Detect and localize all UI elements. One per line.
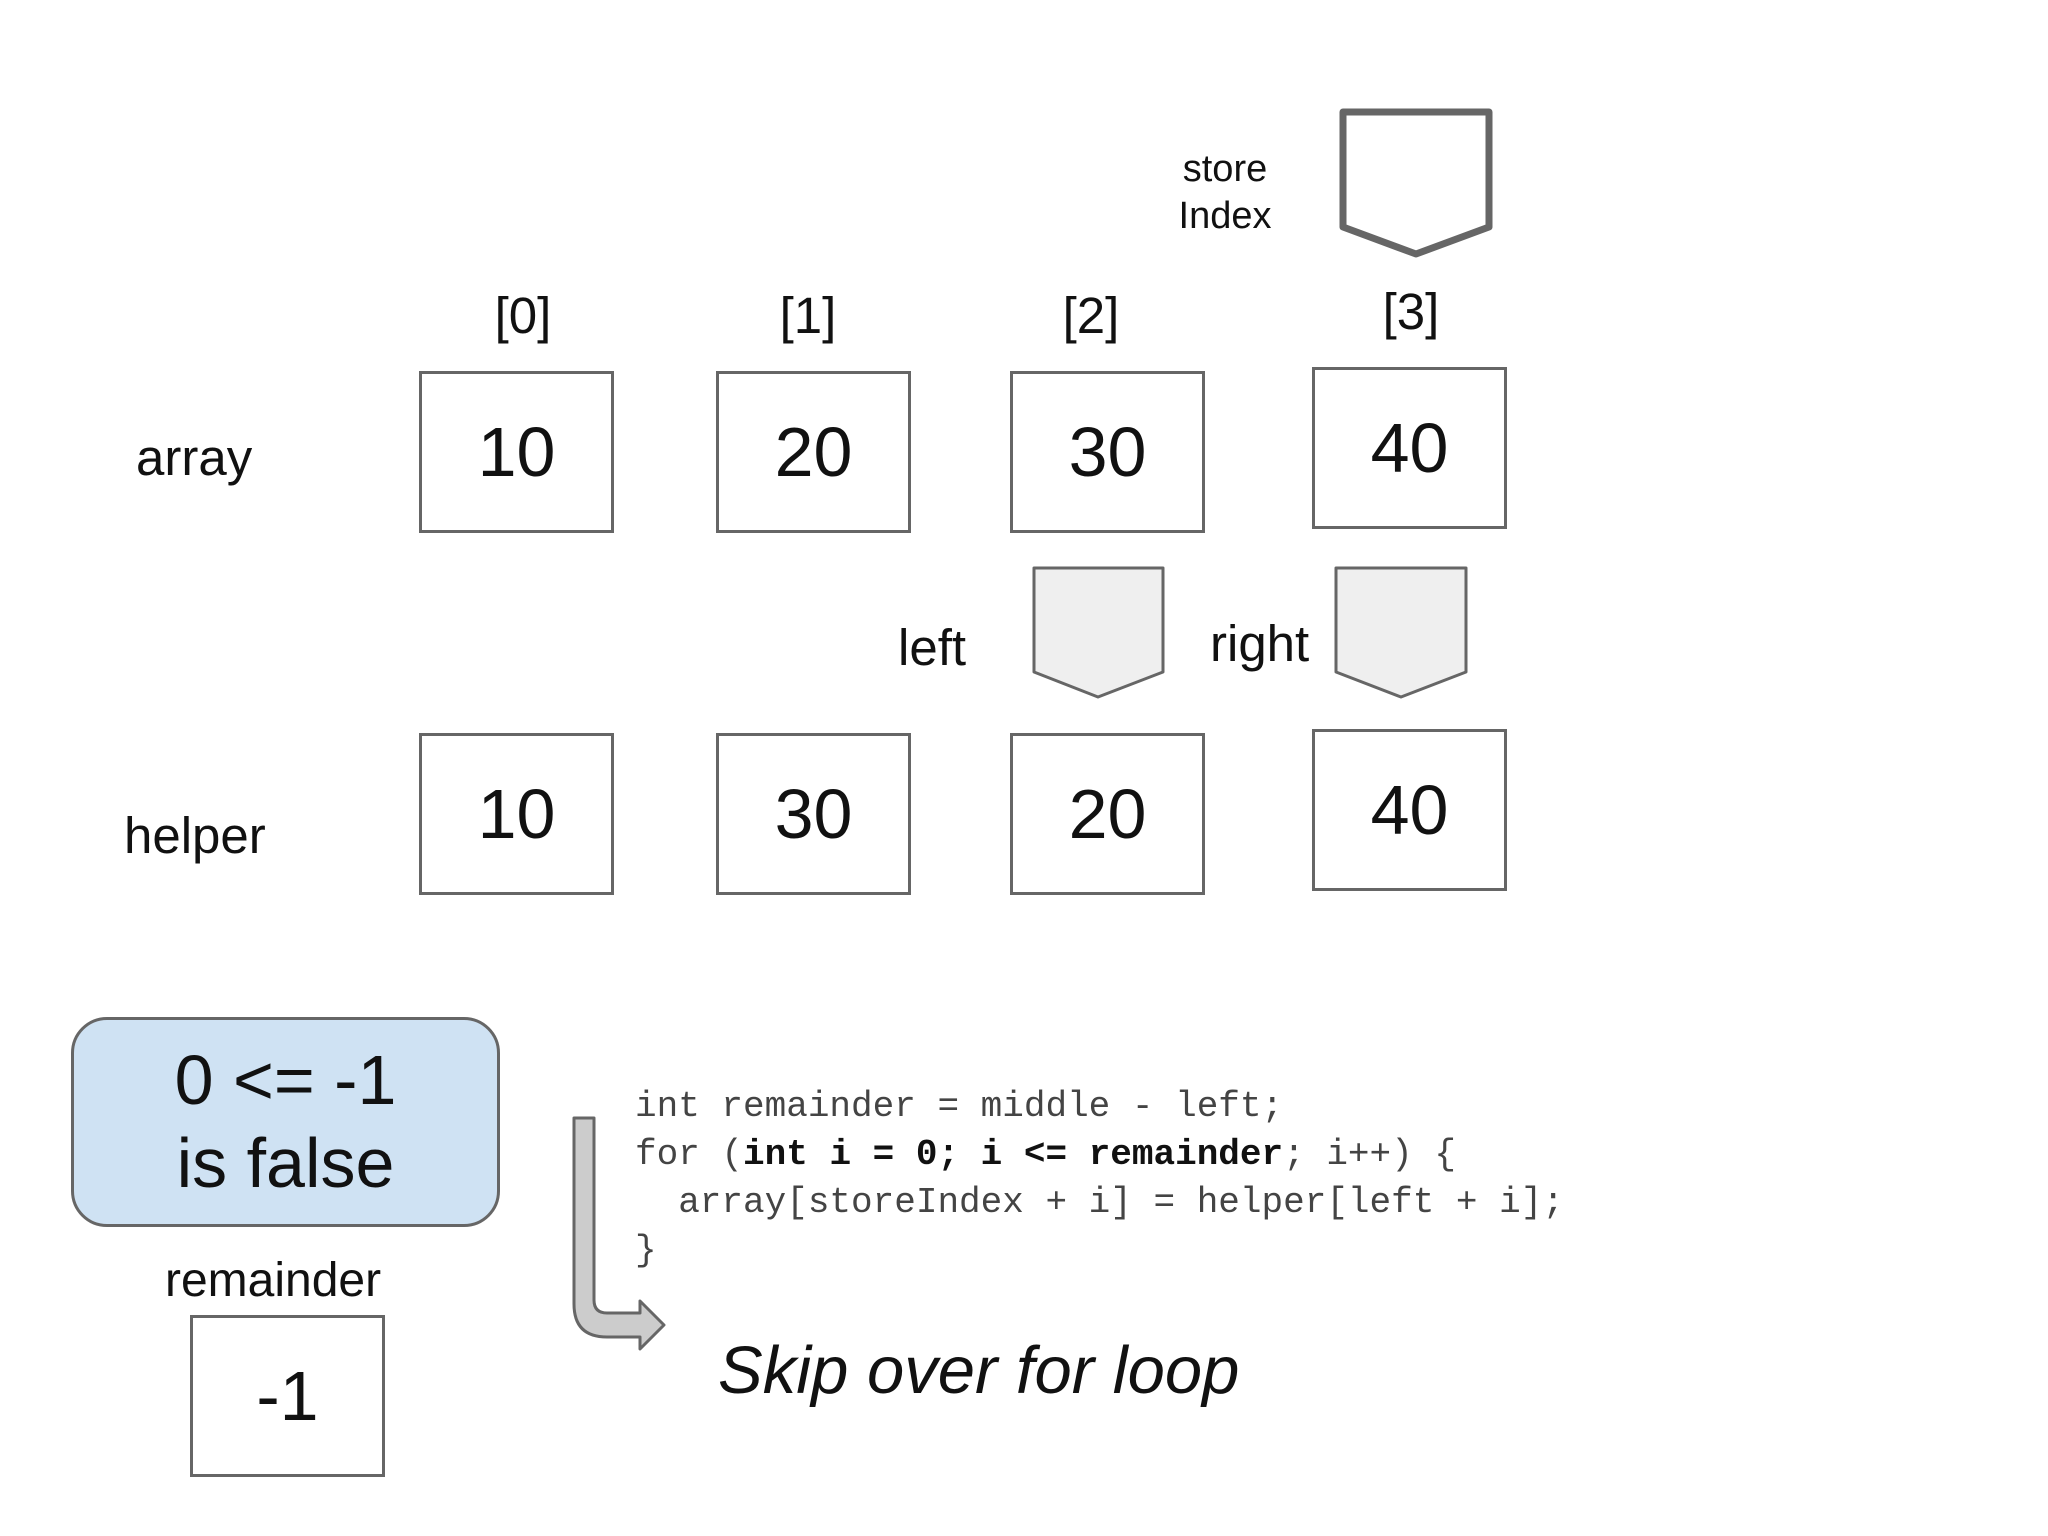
helper-cell-2: 20	[1010, 733, 1205, 895]
condition-line1: 0 <= -1	[174, 1041, 397, 1120]
store-index-pointer	[1339, 108, 1493, 258]
code-line-1: int remainder = middle - left;	[635, 1086, 1284, 1127]
remainder-cell: -1	[190, 1315, 385, 1477]
code-line-2: for (int i = 0; i <= remainder; i++) {	[635, 1131, 1564, 1179]
right-pointer	[1334, 566, 1468, 699]
helper-cell-1: 30	[716, 733, 911, 895]
code-line-2-condition: int i = 0; i <= remainder	[743, 1134, 1284, 1175]
left-pointer	[1032, 566, 1165, 699]
store-index-label-line1: store	[1182, 148, 1268, 190]
index-label-0: [0]	[494, 287, 552, 344]
condition-line2: is false	[176, 1124, 395, 1202]
array-cell-0: 10	[419, 371, 614, 533]
code-line-2-end: ; i++) {	[1283, 1134, 1456, 1175]
remainder-label: remainder	[165, 1254, 382, 1307]
code-block: int remainder = middle - left;for (int i…	[635, 1083, 1564, 1275]
array-cell-2: 30	[1010, 371, 1205, 533]
array-cell-3: 40	[1312, 367, 1507, 529]
store-index-label-line2: Index	[1178, 195, 1272, 237]
array-cell-1: 20	[716, 371, 911, 533]
skip-arrow-icon	[572, 1116, 666, 1351]
helper-row-label: helper	[124, 807, 266, 864]
left-pointer-label: left	[898, 619, 967, 676]
condition-box: 0 <= -1 is false	[71, 1017, 500, 1227]
code-line-2-start: for (	[635, 1134, 744, 1175]
array-row-label: array	[136, 429, 253, 486]
skip-annotation: Skip over for loop	[718, 1333, 1240, 1408]
helper-cell-0: 10	[419, 733, 614, 895]
helper-cell-3: 40	[1312, 729, 1507, 891]
index-label-1: [1]	[779, 287, 837, 344]
code-line-4: }	[635, 1230, 657, 1271]
index-label-3: [3]	[1382, 283, 1440, 340]
index-label-2: [2]	[1062, 287, 1120, 344]
store-index-label: store Index	[1170, 146, 1280, 240]
code-line-3: array[storeIndex + i] = helper[left + i]…	[635, 1182, 1564, 1223]
right-pointer-label: right	[1210, 615, 1310, 672]
